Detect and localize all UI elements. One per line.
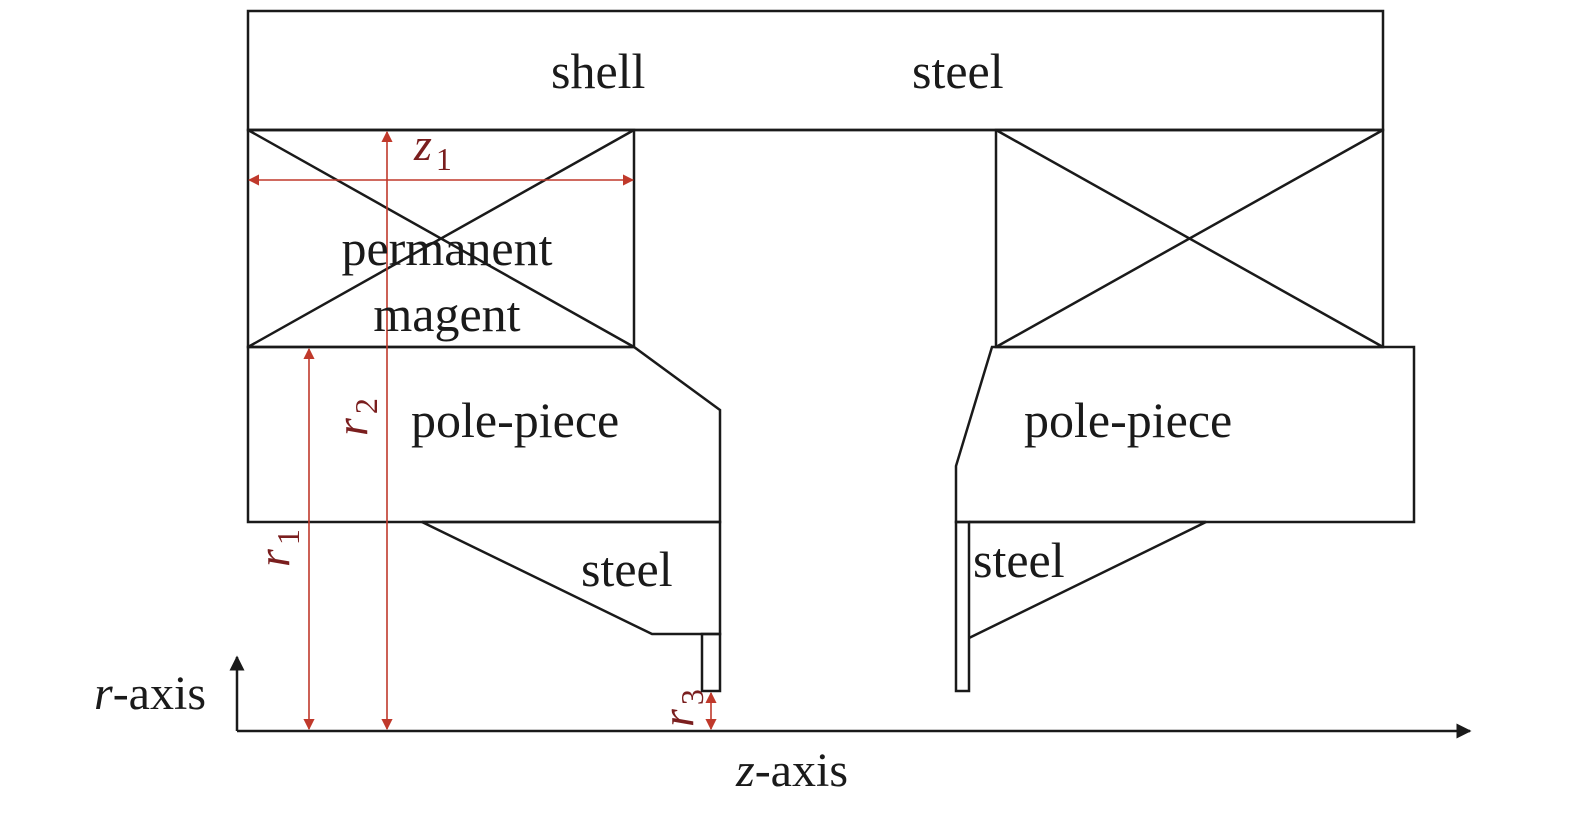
right-pole-piece-label: pole-piece [1024, 392, 1232, 448]
left-steel-label: steel [581, 541, 673, 597]
r2-label: r2 [326, 398, 384, 436]
r-axis-label: r-axis [94, 667, 206, 720]
magnet-label-line1: permanent [341, 220, 552, 276]
r1-label: r1 [248, 529, 306, 567]
r3-label: r3 [652, 689, 710, 727]
left-pole-piece-label: pole-piece [411, 392, 619, 448]
z-axis-label: z-axis [735, 744, 848, 797]
left-steel-tip [700, 632, 722, 693]
left-magnet-cross-b [247, 128, 635, 349]
shell-steel-label: steel [912, 43, 1004, 99]
right-steel-label: steel [973, 532, 1065, 588]
right-magnet-cross-b [995, 128, 1384, 349]
shell-label: shell [551, 43, 645, 99]
left-steel-part [421, 520, 722, 636]
right-steel-tip [954, 520, 971, 693]
left-pole-piece [246, 345, 722, 524]
shell-steel-part [246, 9, 1385, 132]
right-steel-part [968, 520, 1207, 640]
magnet-label-line2: magent [373, 286, 520, 342]
